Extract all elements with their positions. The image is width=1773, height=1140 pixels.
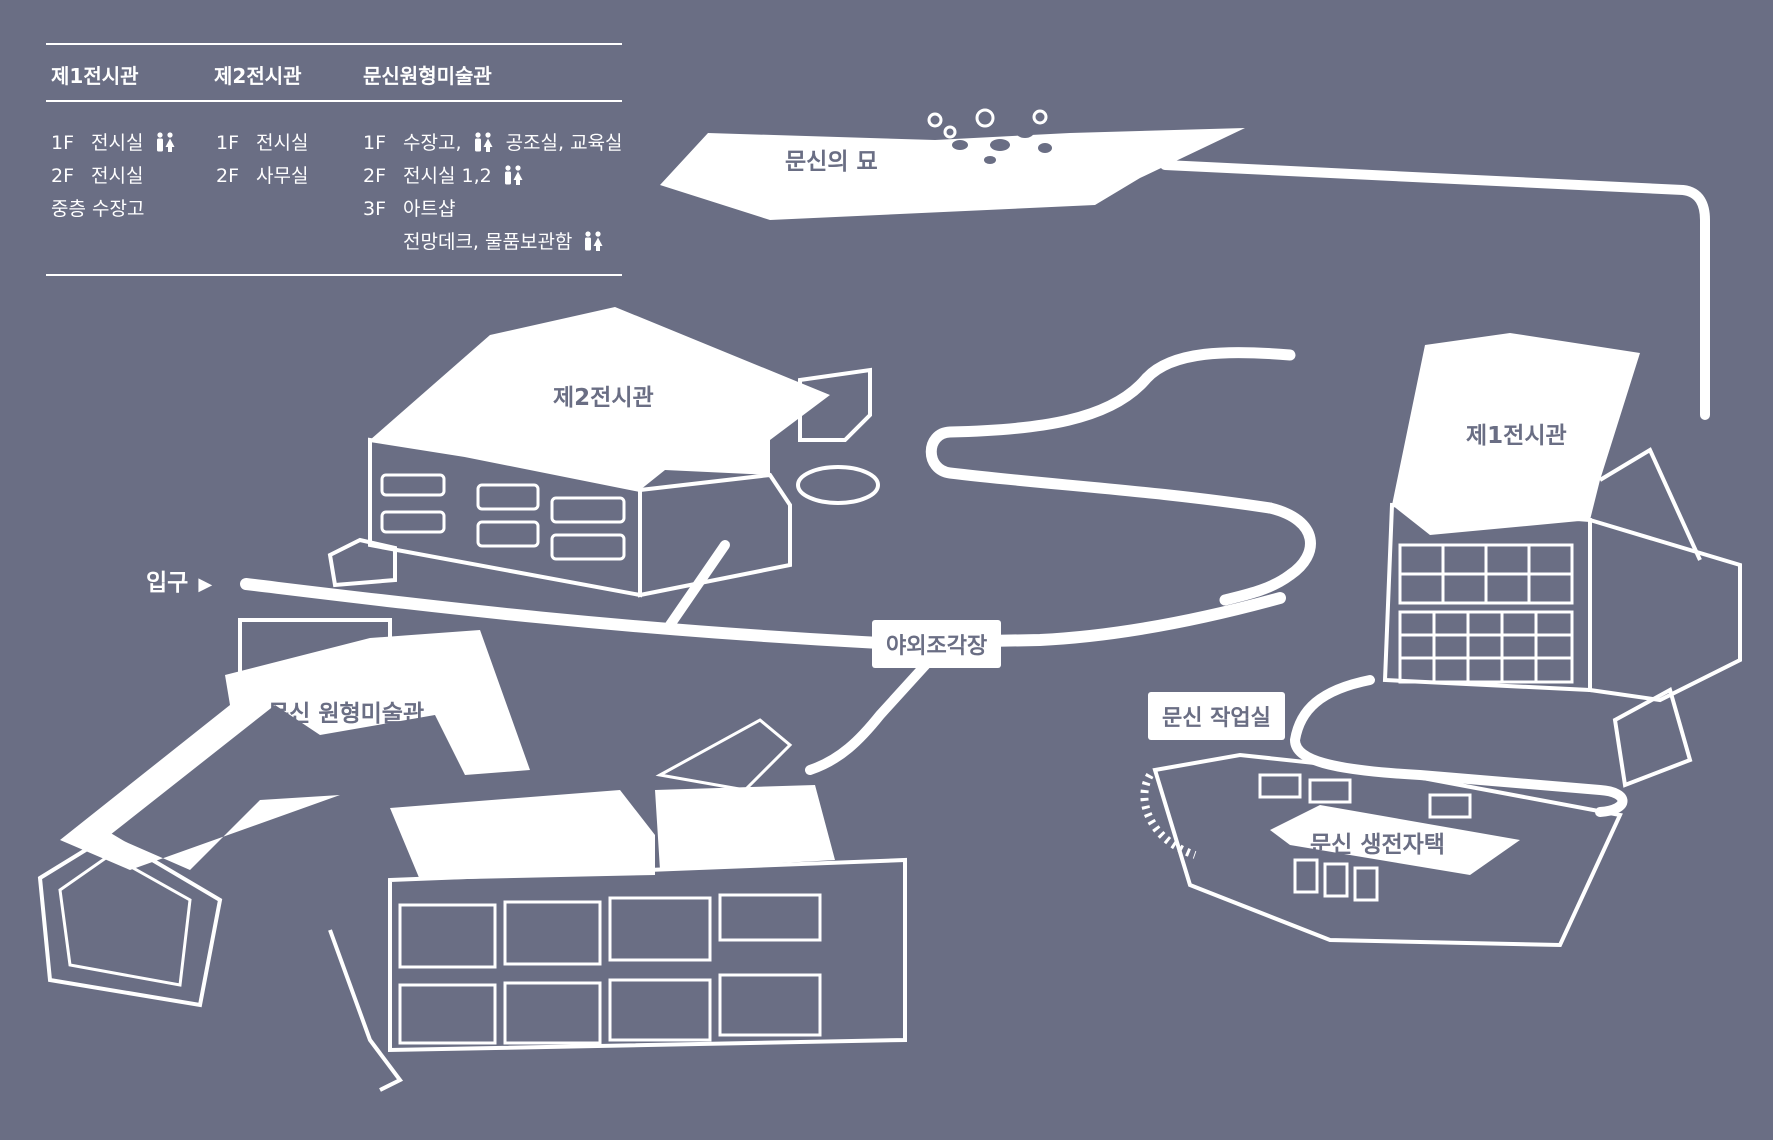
residence-windows [1258,773,1472,902]
floor-desc: 전시실 [91,165,144,187]
arrow-right-icon: ▶ [198,574,213,595]
legend-top-rule [46,43,622,45]
legend-row: 1F 전시실 [216,128,308,155]
gallery2-label[interactable]: 제2전시관 [553,385,654,411]
path-loop-west [925,347,1296,514]
legend-row: 3F 아트샵 [363,194,455,221]
floor-label: 3F [363,198,387,220]
won-museum-body [388,857,907,1053]
floor-label: 1F [363,132,387,154]
residence-building [1140,752,1623,948]
legend-header-rule [46,100,622,102]
floor-desc: 중층 수장고 [51,198,145,220]
gallery2-annex [638,472,792,598]
path-to-tomb [1160,160,1710,420]
won-museum-panels [398,893,822,1045]
path-studio-loop [1290,675,1628,817]
won-museum-label[interactable]: 문신 원형미술관 [268,701,425,727]
won-museum-upper-roof [390,790,655,880]
floor-desc: 전망데크, 물품보관함 [403,231,573,253]
restroom-icon [585,231,603,251]
floor-desc: 전시실 [91,132,144,154]
tomb-area [660,108,1245,220]
sculpture-park-label[interactable]: 야외조각장 [872,620,1002,668]
entrance-label: 입구 [146,570,189,596]
gallery2-windows [380,473,626,561]
won-museum-right-roof [655,785,835,870]
won-museum-left-frame [37,832,223,1008]
legend-title-gallery2: 제2전시관 [214,64,302,88]
rock-outline [927,108,1048,176]
residence-roof [1270,805,1520,875]
gallery2-kiosk [327,537,397,588]
gallery1-side [1598,447,1702,561]
path-entrance-main [240,578,1286,649]
gallery2-roof [370,307,830,490]
gallery1-building [1382,333,1742,788]
floor-desc: 전시실 1,2 [403,165,492,187]
legend-bottom-rule [46,274,622,276]
floor-label: 2F [363,165,387,187]
floor-desc: 아트샵 [403,198,456,220]
floor-desc: 수장고, [403,132,462,154]
won-museum-main-roof [60,630,530,870]
gallery1-label[interactable]: 제1전시관 [1466,423,1567,449]
tomb-ground [660,128,1245,220]
rock-cluster-icon [952,123,1052,164]
restroom-icon [156,132,174,152]
floor-desc: 공조실, 교육실 [505,132,623,154]
legend-row: 2F 전시실 1,2 [363,161,524,188]
gallery2-deck [796,465,880,505]
gallery1-window-grid [1398,543,1574,684]
legend-row: 1F 전시실 [51,128,176,155]
legend-row: 전망데크, 물품보관함 [403,227,604,254]
gallery1-shed [1612,687,1693,788]
studio-ramp [1152,752,1623,948]
won-museum-building [37,618,907,1092]
floor-label: 1F [51,132,75,154]
floor-desc: 전시실 [256,132,309,154]
gallery1-wing [1588,517,1742,703]
path-to-gallery1 [1219,502,1316,606]
restroom-icon [474,132,493,152]
won-museum-top-box [238,618,392,690]
legend-row: 2F 사무실 [216,161,308,188]
residence-label[interactable]: 문신 생전자택 [1310,832,1445,858]
path-to-won-museum [805,655,935,775]
studio-label[interactable]: 문신 작업실 [1148,692,1285,740]
tomb-label[interactable]: 문신의 묘 [785,149,878,175]
entrance-marker[interactable]: 입구 ▶ [146,563,212,597]
floor-label: 1F [216,132,240,154]
gallery2-tower [798,367,872,442]
restroom-icon [504,165,523,185]
legend-title-won-museum: 문신원형미술관 [363,64,492,88]
residence-stairs [1140,772,1197,859]
won-museum-deck-hatch [655,718,793,792]
floor-label: 2F [51,165,75,187]
won-museum-inner-frame [58,853,192,987]
gallery1-roof [1392,333,1640,535]
legend-title-gallery1: 제1전시관 [51,64,139,88]
won-museum-stair [328,929,404,1092]
floor-desc: 사무실 [256,165,309,187]
floor-label: 2F [216,165,240,187]
legend-row: 1F 수장고, 공조실, 교육실 [363,128,623,155]
legend-row: 2F 전시실 [51,161,143,188]
gallery2-building [327,307,880,598]
legend-row: 중층 수장고 [51,194,144,221]
